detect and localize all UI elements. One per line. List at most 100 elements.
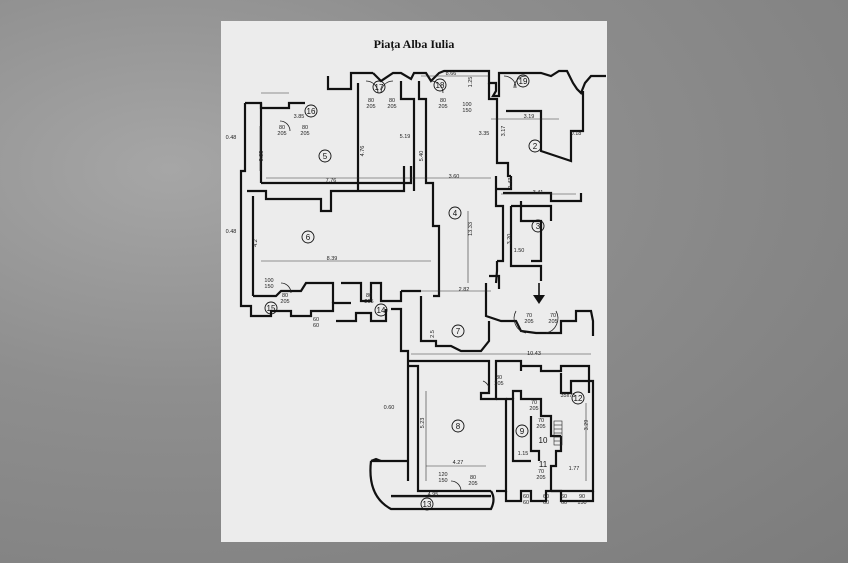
door-height: 150 [264,284,273,290]
door-width: 80 [496,375,502,381]
door-height: 205 [494,381,503,387]
dim-label: 1.25 [468,77,474,88]
dim-label: 0.60 [384,405,395,411]
door-height: 205 [364,299,373,305]
dim-label: 10.43 [527,351,541,357]
dim-label: 0.18 [571,131,582,137]
room-18-label: 18 [436,81,445,90]
door-width: 80 [389,98,395,104]
dim-label: 4.27 [453,460,464,466]
door-height: 60 [523,500,529,506]
dim-label: 0.48 [226,229,237,235]
door-width: 100 [264,278,273,284]
door-labels: 80 205 80 205 80 205 80 205 100 150 80 2… [264,98,586,506]
door-width: 100 [462,102,471,108]
room-6-label: 6 [306,233,311,242]
door-height: 205 [536,475,545,481]
door-width: 70 [538,469,544,475]
dim-label: 35x75 [561,393,576,399]
door-swings [279,75,559,492]
dim-label: 3.25 [259,151,265,162]
door-height: 205 [366,104,375,110]
dim-label: 5.19 [400,134,411,140]
room-4-label: 4 [453,209,458,218]
room-12-label: 12 [574,394,583,403]
dimension-lines [259,75,591,498]
dim-label: 7.76 [326,178,337,184]
door-width: 120 [438,472,447,478]
room-15-label: 15 [267,304,276,313]
room-13-label: 13 [423,500,432,509]
door-width: 90 [579,494,585,500]
door-height: 205 [468,481,477,487]
door-width: 80 [302,125,308,131]
door-height: 205 [387,104,396,110]
dim-label: 1.50 [514,248,525,254]
door-height: 205 [536,424,545,430]
room-3-label: 3 [536,222,541,231]
dim-label: 1.77 [569,466,580,472]
dim-label: 8.66 [446,71,457,77]
door-width: 60 [561,494,567,500]
dim-label: 8.39 [327,256,338,262]
door-height: 60 [313,323,319,329]
dim-label: 1.15 [518,451,529,457]
door-width: 80 [282,293,288,299]
door-height: 205 [300,131,309,137]
dim-label: 5.40 [419,151,425,162]
room-7-label: 7 [456,327,461,336]
door-height: 205 [277,131,286,137]
door-height: 60 [561,500,567,506]
dim-label: 4.76 [360,146,366,157]
door-width: 70 [538,418,544,424]
door-height: 205 [280,299,289,305]
door-width: 80 [368,98,374,104]
room-17-label: 17 [375,83,384,92]
room-19-label: 19 [519,77,528,86]
door-width: 80 [366,293,372,299]
door-height: 205 [548,319,557,325]
room-5-label: 5 [323,152,328,161]
room-16-label: 16 [307,107,316,116]
dim-label: 3.60 [449,174,460,180]
dim-label: 3.20 [507,234,513,245]
dim-label: 3.19 [524,114,535,120]
entrance-arrow-icon [533,283,545,304]
floor-plan: Piața Alba Iulia [226,37,606,511]
dim-label: 0.48 [226,135,237,141]
walls [239,69,606,511]
door-height: 60 [543,500,549,506]
door-width: 70 [550,313,556,319]
door-width: 70 [531,400,537,406]
dim-label: 13.33 [468,222,474,236]
dim-label: 3.85 [294,114,305,120]
room-10-label: 10 [539,436,548,445]
room-14-label: 14 [377,306,386,315]
dim-label: 3.17 [501,126,507,137]
door-width: 80 [470,475,476,481]
dim-label: 2.5 [430,330,436,338]
door-height: 205 [438,104,447,110]
dim-label: 4.2 [253,239,259,247]
plan-title: Piața Alba Iulia [374,37,455,52]
dim-label: 3.41 [533,190,544,196]
stair-hatch [553,420,563,446]
dim-label: 3.29 [584,420,590,431]
door-height: 205 [524,319,533,325]
room-8-label: 8 [456,422,461,431]
dim-label: 3.35 [479,131,490,137]
room-2-label: 2 [533,142,538,151]
dim-label: 4.95 [428,492,439,498]
door-height: 150 [462,108,471,114]
door-width: 70 [526,313,532,319]
door-width: 80 [279,125,285,131]
floor-plan-sheet: Piața Alba Iulia [221,21,607,542]
door-height: 205 [529,406,538,412]
room-11-label: 11 [539,460,548,469]
room-markers [264,74,585,511]
door-height: 150 [438,478,447,484]
door-height: 150 [577,500,586,506]
door-width: 60 [523,494,529,500]
dim-label: 1.43 [508,178,514,189]
door-width: 80 [440,98,446,104]
